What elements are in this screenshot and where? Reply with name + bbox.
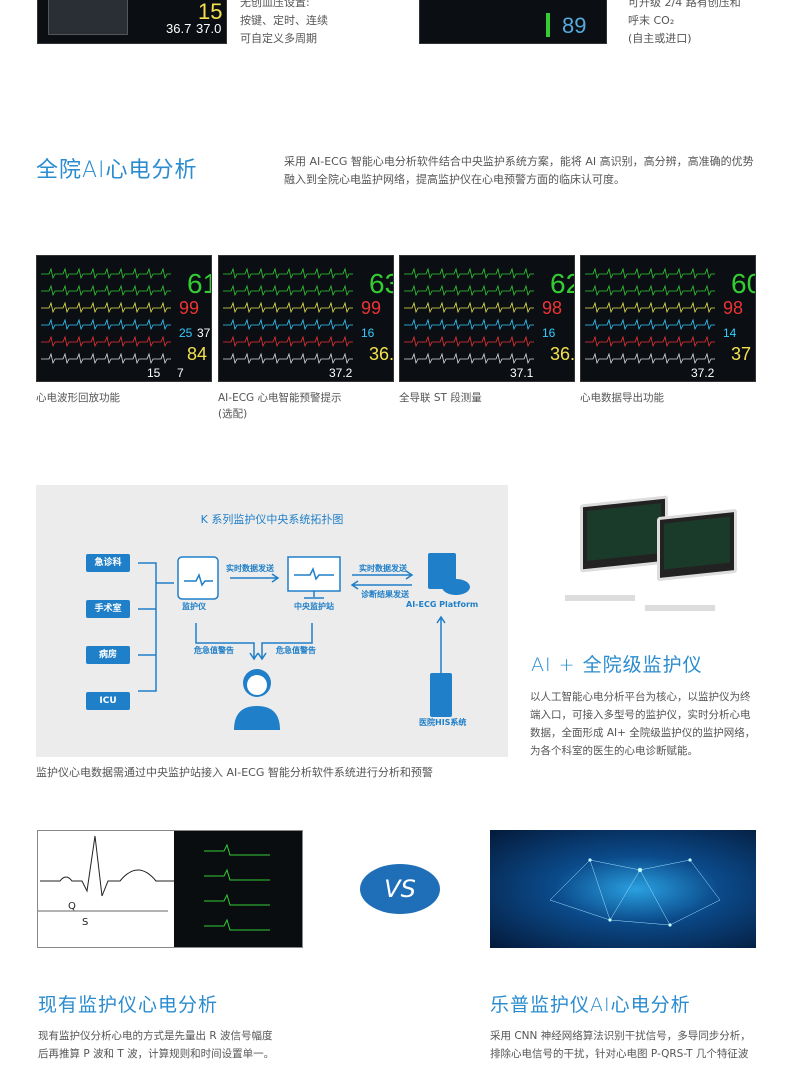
diagram-title: K 系列监护仪中央系统拓扑图 [200, 513, 344, 526]
ecg-label: Q [68, 901, 76, 912]
text-line: 排除心电信号的干扰，针对心电图 P-QRS-T 几个特征波 [490, 1048, 749, 1060]
section-desc: 采用 AI-ECG 智能心电分析软件结合中央监护系统方案，能将 AI 高识别，高… [284, 155, 754, 186]
text-line: 可自定义多周期 [240, 32, 317, 45]
caption-line: 心电波形回放功能 [36, 392, 120, 404]
screen-caption: 全导联 ST 段测量 [399, 390, 482, 406]
vital-value: 14 [723, 326, 737, 340]
caption-line: (选配) [218, 408, 248, 420]
vital-value: 15 [147, 366, 161, 380]
topology-diagram: K 系列监护仪中央系统拓扑图 急诊科手术室病房 ICU 监护仪 中央监护站 AI-… [36, 485, 508, 757]
monitor-screenshot: 6298 16 36.7 37.1 [399, 255, 575, 382]
result-label: 诊断结果发送 [361, 590, 409, 599]
vital-value: 16 [361, 326, 375, 340]
alarm-label: 危急值警告 [194, 646, 234, 655]
left-title: 现有监护仪心电分析 [38, 994, 219, 1016]
send-label: 实时数据发送 [359, 564, 407, 573]
ecg-label: S [82, 917, 89, 928]
caption-line: 全导联 ST 段测量 [399, 392, 482, 404]
vital-value: 37 [731, 344, 752, 364]
vital-value: 37.2 [691, 366, 715, 380]
department-box: 手术室 [86, 600, 130, 618]
value: 37.0 [196, 21, 222, 36]
monitor-label: 监护仪 [182, 602, 206, 611]
value: 36.7 [166, 21, 192, 36]
his-label: 医院HIS系统 [419, 718, 467, 727]
caption-line: AI-ECG 心电智能预警提示 [218, 392, 342, 404]
brain-network-image [490, 830, 756, 948]
department-box: 病房 [86, 646, 130, 664]
caption-line: 心电数据导出功能 [580, 392, 664, 404]
right-title: 乐普监护仪AI心电分析 [490, 994, 691, 1016]
diagram-caption: 监护仪心电数据需通过中央监护站接入 AI-ECG 智能分析软件系统进行分析和预警 [36, 766, 433, 779]
vital-value: 7 [177, 366, 184, 380]
computers-image [555, 495, 745, 615]
ecg-chart-image: Q S [37, 830, 303, 948]
value: 15 [198, 0, 223, 24]
text-line: 后再推算 P 波和 T 波，计算规则和时间设置单一。 [38, 1048, 275, 1060]
diagram-lines [138, 553, 470, 730]
vital-value: 37.2 [197, 326, 211, 340]
monitor-screenshot-ibp: 89 [419, 0, 607, 44]
screen-caption: 心电波形回放功能 [36, 390, 120, 406]
text-line: 现有监护仪分析心电的方式是先量出 R 波信号幅度 [38, 1030, 273, 1042]
vital-value: 16 [542, 326, 556, 340]
text-line: 可升级 2/4 路有创压和 [628, 0, 741, 9]
vital-value: 60 [731, 268, 755, 299]
screen-caption: AI-ECG 心电智能预警提示 (选配) [218, 390, 342, 422]
vital-value: 84 [187, 344, 208, 364]
central-station-label: 中央监护站 [294, 602, 334, 611]
vs-badge: VS [360, 864, 440, 914]
platform-label: AI-ECG Platform [406, 600, 479, 609]
monitor-screenshot-nibp: 15 36.7 37.0 [37, 0, 227, 44]
vital-value: 36.5 [369, 344, 394, 364]
screen-caption: 心电数据导出功能 [580, 390, 664, 406]
vital-value: 25 [179, 326, 193, 340]
ibp-text: 可升级 2/4 路有创压和 呼末 CO₂ (自主或进口) [628, 0, 741, 48]
vital-value: 36.7 [550, 344, 575, 364]
monitor-screenshot: 6098 14 37 37.2 [580, 255, 756, 382]
monitor-screenshot: 6399 16 36.5 37.2 [218, 255, 394, 382]
vital-value: 99 [361, 298, 382, 318]
text-line: 无创血压设置: [240, 0, 310, 9]
text-line: 按键、定时、连续 [240, 14, 328, 27]
vital-value: 63 [369, 268, 393, 299]
text-line: 呼末 CO₂ [628, 14, 675, 27]
department-box: ICU [86, 692, 130, 710]
send-label: 实时数据发送 [226, 564, 274, 573]
monitor-screenshot: 6199 25 84 15 7 37.2 [36, 255, 212, 382]
nibp-text: 无创血压设置: 按键、定时、连续 可自定义多周期 [240, 0, 328, 48]
section-desc: 以人工智能心电分析平台为核心，以监护仪为终端入口，可接入多型号的监护仪，实时分析… [530, 691, 756, 757]
left-desc: 现有监护仪分析心电的方式是先量出 R 波信号幅度 后再推算 P 波和 T 波，计… [38, 1027, 274, 1063]
vital-value: 37.2 [329, 366, 353, 380]
ecg-waveform [38, 835, 174, 912]
vital-value: 37.1 [510, 366, 534, 380]
section-title: 全院AI心电分析 [36, 158, 198, 183]
vital-value: 98 [542, 298, 563, 318]
text-line: (自主或进口) [628, 32, 692, 45]
value: 89 [562, 13, 587, 38]
vital-value: 61 [187, 268, 211, 299]
alarm-label: 危急值警告 [276, 646, 316, 655]
vital-value: 99 [179, 298, 200, 318]
text-line: 采用 CNN 神经网络算法识别干扰信号，多导同步分析， [490, 1030, 751, 1042]
vital-value: 98 [723, 298, 744, 318]
department-box: 急诊科 [86, 554, 130, 572]
right-desc: 采用 CNN 神经网络算法识别干扰信号，多导同步分析， 排除心电信号的干扰，针对… [490, 1027, 751, 1063]
vital-value: 62 [550, 268, 574, 299]
section-title: AI + 全院级监护仪 [531, 654, 703, 676]
